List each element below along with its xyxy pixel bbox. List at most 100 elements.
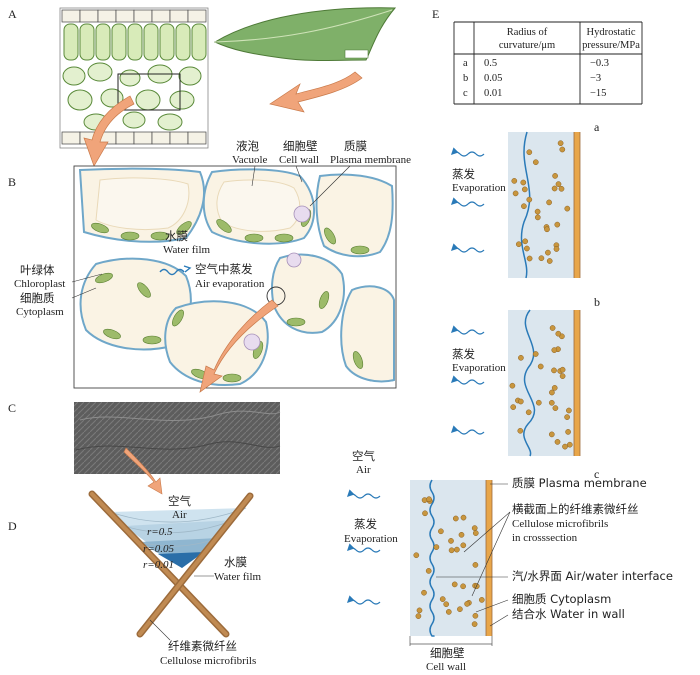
zoom-box xyxy=(117,73,181,111)
microfibril-dot xyxy=(415,613,422,619)
microfibril-dot xyxy=(537,363,544,370)
label-vacuole-cn: 液泡 xyxy=(236,139,259,153)
microfibril-dot xyxy=(549,389,555,396)
e-label-plasma: 质膜 Plasma membrane xyxy=(512,476,647,490)
microfibril-dot xyxy=(555,330,562,337)
microfibril-dot xyxy=(515,241,522,248)
curvature-pressure-table: Radius of curvature/μm Hydrostatic press… xyxy=(453,21,643,105)
microfibril-dot xyxy=(548,399,555,406)
microfibril-dot xyxy=(521,203,527,210)
e-sub-b: b xyxy=(594,295,600,309)
e-evap-en-a: Evaporation xyxy=(452,182,506,194)
microfibril-dot xyxy=(443,601,450,608)
microfibril-dot xyxy=(548,431,555,438)
microfibril-dot xyxy=(544,226,550,233)
microfibril-dot xyxy=(426,496,432,503)
e-evap-en-c: Evaporation xyxy=(344,533,398,545)
cell-wall-diagram-c xyxy=(409,479,493,646)
table-cell-radius: 0.5 xyxy=(484,58,497,69)
microfibril-dot xyxy=(521,186,528,193)
table-cell-pressure: −15 xyxy=(590,88,606,99)
microfibril-dot xyxy=(526,149,533,156)
microfibril-dot xyxy=(564,414,570,420)
d-r3: r=0.01 xyxy=(143,559,174,571)
microfibril-dot xyxy=(566,441,573,448)
microfibril-dot xyxy=(526,255,533,262)
microfibril-dot xyxy=(422,510,428,517)
microfibril-dot xyxy=(512,190,519,197)
table-header-pressure-2: pressure/MPa xyxy=(582,40,640,51)
cell-wall-diagram-b xyxy=(508,309,581,457)
microfibril-dot xyxy=(510,404,517,410)
microfibril-dot xyxy=(554,439,561,445)
microfibril-dot xyxy=(546,199,552,206)
e-label-cellulose-en1: Cellulose microfibrils xyxy=(512,518,608,530)
microfibril-dot xyxy=(517,427,524,434)
microfibril-dot xyxy=(549,325,556,331)
table-cell-id: b xyxy=(463,73,468,84)
microfibril-dot xyxy=(538,255,545,262)
label-cytoplasm-cn: 细胞质 xyxy=(20,291,55,305)
microfibril-dot xyxy=(565,429,571,435)
label-chloroplast-cn: 叶绿体 xyxy=(20,263,55,277)
microfibril-meniscus-diagram xyxy=(88,490,254,638)
microfibril-dot xyxy=(551,367,557,374)
microfibril-dot xyxy=(448,538,454,544)
microfibril-dot xyxy=(451,581,458,588)
d-fibril-en: Cellulose microfibrils xyxy=(160,655,256,667)
microfibril-dot xyxy=(472,562,479,568)
evaporation-arrows-a xyxy=(450,147,485,253)
panel-label-d: D xyxy=(8,519,17,533)
panel-label-e: E xyxy=(432,7,439,21)
label-cytoplasm-en: Cytoplasm xyxy=(16,306,64,318)
d-air-cn: 空气 xyxy=(168,494,191,508)
microfibril-dot xyxy=(524,245,530,252)
microfibril-dot xyxy=(421,589,427,596)
microfibril-dot xyxy=(555,181,562,187)
label-airevap-en: Air evaporation xyxy=(195,278,265,290)
microfibril-dot xyxy=(566,407,572,414)
arrow-c-to-d xyxy=(123,447,163,495)
panel-label-b: B xyxy=(8,175,16,189)
microfibril-dot xyxy=(552,173,558,179)
table-cell-id: a xyxy=(463,58,468,69)
evaporation-arrows-b xyxy=(450,325,485,435)
panel-label-c: C xyxy=(8,401,16,415)
e-label-wallwater: 结合水 Water in wall xyxy=(512,607,625,621)
evaporation-arrows-c xyxy=(346,489,381,605)
label-plasma-en: Plasma membrane xyxy=(330,154,411,166)
microfibril-dot xyxy=(464,601,470,607)
microfibril-dot xyxy=(554,221,561,228)
table-cell-radius: 0.05 xyxy=(484,73,502,84)
microfibril-dot xyxy=(445,609,452,615)
e-air-en: Air xyxy=(356,464,371,476)
e-evap-cn-b: 蒸发 xyxy=(452,347,475,361)
microfibril-dot xyxy=(509,382,516,389)
microfibril-dot xyxy=(458,531,465,538)
e-cellwall-en: Cell wall xyxy=(426,661,466,673)
e-sub-a: a xyxy=(594,120,600,134)
orange-arrow-a-to-b xyxy=(83,95,135,167)
microfibril-dot xyxy=(534,214,541,221)
microfibril-dot xyxy=(511,178,518,184)
microfibril-dot xyxy=(551,385,558,391)
label-chloroplast-en: Chloroplast xyxy=(14,278,65,290)
table-header-radius-1: Radius of xyxy=(507,27,548,38)
table-cell-pressure: −3 xyxy=(590,73,601,84)
leaf-icon xyxy=(213,7,397,61)
e-label-cellulose-cn: 横截面上的纤维素微纤丝 xyxy=(512,502,639,516)
microfibril-dot xyxy=(534,208,541,215)
table-cell-pressure: −0.3 xyxy=(590,58,609,69)
microfibril-dot xyxy=(557,140,564,147)
e-sub-c: c xyxy=(594,467,599,481)
microfibril-dot xyxy=(457,606,463,613)
microfibril-dot xyxy=(551,185,558,192)
label-cellwall-cn: 细胞壁 xyxy=(283,139,318,153)
table-header-radius-2: curvature/μm xyxy=(499,40,555,51)
orange-arrow-leaf-to-a xyxy=(269,71,363,113)
mesophyll-cells-view xyxy=(73,165,397,389)
microfibril-dot xyxy=(439,596,446,602)
microfibril-dot xyxy=(438,528,444,535)
